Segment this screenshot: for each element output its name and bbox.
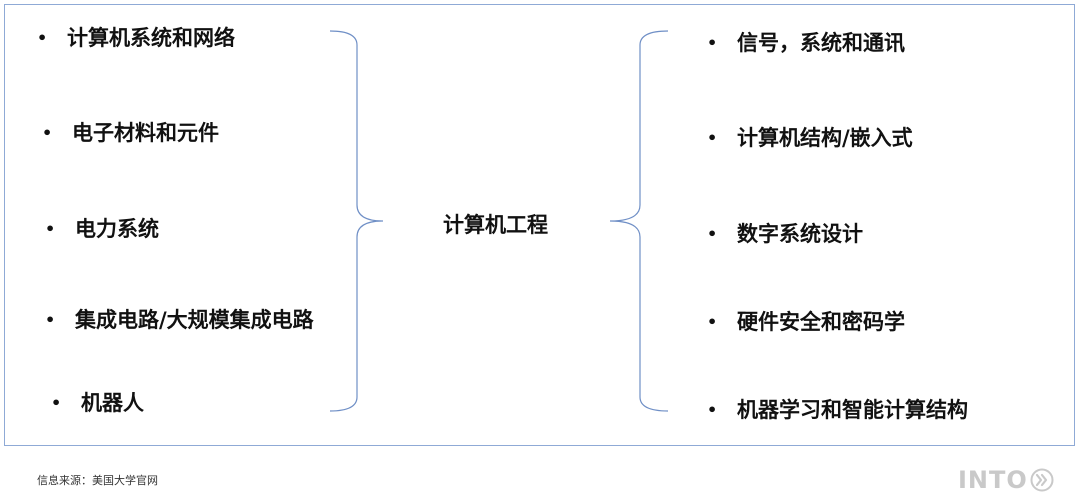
logo-text: INTO: [958, 466, 1028, 494]
right-item-label: 硬件安全和密码学: [737, 309, 905, 334]
right-item-label: 机器学习和智能计算结构: [737, 397, 968, 422]
left-item-label: 电子材料和元件: [72, 120, 219, 145]
bullet: •: [707, 312, 718, 331]
source-note: 信息来源：美国大学官网: [37, 474, 158, 487]
bullet: •: [707, 224, 718, 243]
center-label: 计算机工程: [443, 212, 548, 237]
left-item-2: • 电子材料和元件: [42, 120, 219, 146]
bullet: •: [51, 393, 62, 412]
left-item-label: 集成电路/大规模集成电路: [75, 307, 314, 332]
left-item-5: • 机器人: [51, 390, 144, 416]
bullet: •: [45, 219, 56, 238]
left-item-label: 电力系统: [75, 216, 159, 241]
right-item-label: 信号，系统和通讯: [737, 30, 905, 55]
right-item-label: 数字系统设计: [737, 221, 863, 246]
left-item-4: • 集成电路/大规模集成电路: [45, 307, 314, 333]
bullet: •: [707, 400, 718, 419]
bullet: •: [42, 123, 53, 142]
right-item-label: 计算机结构/嵌入式: [737, 125, 913, 150]
left-brace-icon: [329, 30, 384, 412]
right-item-1: • 信号，系统和通讯: [707, 30, 905, 56]
into-logo: INTO: [958, 466, 1054, 494]
bullet: •: [707, 128, 718, 147]
right-item-2: • 计算机结构/嵌入式: [707, 125, 913, 151]
double-chevron-right-icon: [1030, 468, 1054, 492]
left-item-3: • 电力系统: [45, 216, 159, 242]
right-item-5: • 机器学习和智能计算结构: [707, 397, 968, 423]
right-brace-icon: [609, 30, 669, 412]
left-item-label: 计算机系统和网络: [67, 25, 235, 50]
left-item-label: 机器人: [81, 390, 144, 415]
diagram-frame: [4, 4, 1075, 446]
right-item-4: • 硬件安全和密码学: [707, 309, 905, 335]
left-item-1: • 计算机系统和网络: [37, 25, 235, 51]
bullet: •: [45, 310, 56, 329]
bullet: •: [707, 33, 718, 52]
bullet: •: [37, 28, 48, 47]
right-item-3: • 数字系统设计: [707, 221, 863, 247]
